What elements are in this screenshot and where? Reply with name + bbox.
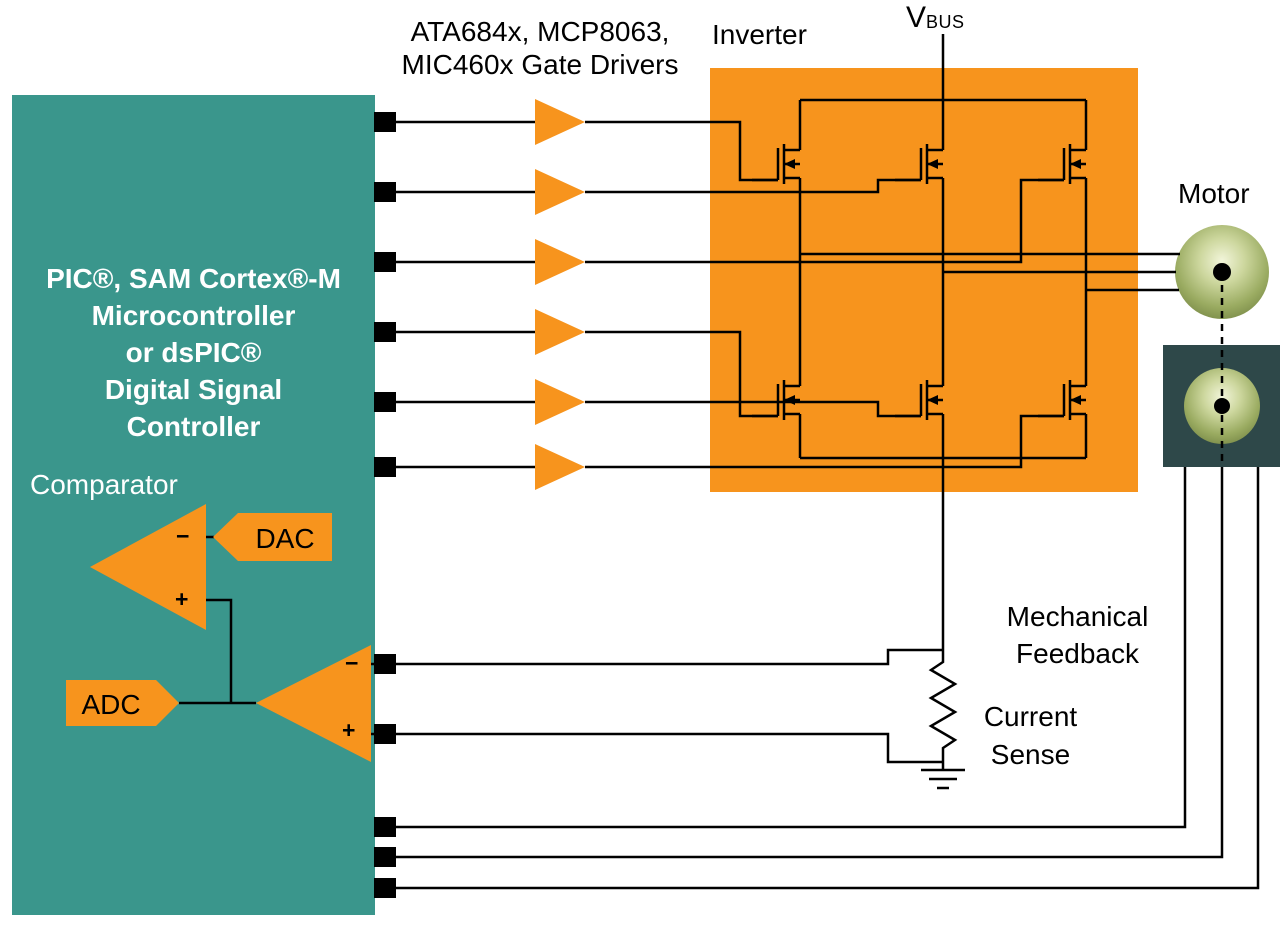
gate-driver-buffer-5 xyxy=(535,379,585,425)
comparator-bottom-minus-sign: − xyxy=(345,650,359,676)
comparator-top-minus-sign: − xyxy=(176,523,190,549)
pin-sense-minus xyxy=(374,654,396,674)
inverter-rails xyxy=(798,34,1180,650)
comparator-triangle-bottom xyxy=(256,645,371,762)
gate-driver-buffer-3 xyxy=(535,239,585,285)
mechanical-feedback-line1: Mechanical xyxy=(1006,601,1149,632)
controller-title: PIC®, SAM Cortex®-M Microcontroller or d… xyxy=(12,260,375,445)
gate-driver-buffer-1 xyxy=(535,99,585,145)
inverter-block xyxy=(710,68,1138,492)
pin-pwm-1 xyxy=(374,112,396,132)
gate-drivers-label: ATA684x, MCP8063, MIC460x Gate Drivers xyxy=(340,15,740,81)
controller-title-line2: Microcontroller xyxy=(91,300,296,331)
pin-pwm-4 xyxy=(374,322,396,342)
mechanical-feedback-label: Mechanical Feedback xyxy=(985,598,1170,672)
current-sense-label: Current Sense xyxy=(968,698,1093,774)
pin-feedback-2 xyxy=(374,847,396,867)
gate-drivers-label-line2: MIC460x Gate Drivers xyxy=(401,49,679,80)
gate-driver-buffer-6 xyxy=(535,444,585,490)
pin-sense-plus xyxy=(374,724,396,744)
pin-pwm-6 xyxy=(374,457,396,477)
current-sense-resistor xyxy=(928,650,958,770)
pin-pwm-3 xyxy=(374,252,396,272)
mosfet-bottom-mid xyxy=(893,370,945,430)
vbus-label: VBUS xyxy=(906,1,965,39)
controller-pins xyxy=(374,112,396,898)
current-sense-wires xyxy=(371,648,943,764)
driver-input-wires xyxy=(396,120,535,469)
gate-driver-buffer-2 xyxy=(535,169,585,215)
comparator-triangle-top xyxy=(90,504,206,630)
mosfet-top-mid xyxy=(893,134,945,194)
mosfet-bottom-left xyxy=(750,370,802,430)
feedback-wires xyxy=(396,467,1260,890)
pin-pwm-5 xyxy=(374,392,396,412)
motor-shaft-dot xyxy=(1213,263,1231,281)
comparator-label: Comparator xyxy=(30,469,178,500)
comparator-bottom-plus-sign: + xyxy=(342,717,356,743)
controller-title-line3: or dsPIC® xyxy=(125,337,262,368)
gate-drivers-label-line1: ATA684x, MCP8063, xyxy=(410,16,670,47)
controller-title-line1: PIC®, SAM Cortex®-M xyxy=(46,263,341,294)
comparator-top-plus-sign: + xyxy=(175,586,189,612)
mosfet-top-right xyxy=(1036,134,1088,194)
gate-driver-buffers xyxy=(535,99,585,490)
current-sense-line2: Sense xyxy=(990,739,1071,770)
mechanical-feedback-line2: Feedback xyxy=(1016,638,1139,669)
controller-title-line4: Digital Signal xyxy=(104,374,283,405)
pin-feedback-3 xyxy=(374,878,396,898)
gate-driver-buffer-4 xyxy=(535,309,585,355)
controller-title-line5: Controller xyxy=(126,411,261,442)
adc-label: ADC xyxy=(81,689,141,720)
motor-label: Motor xyxy=(1178,178,1250,209)
mosfet-top-left xyxy=(750,134,802,194)
pin-pwm-2 xyxy=(374,182,396,202)
dac-label: DAC xyxy=(255,523,315,554)
ground-symbol xyxy=(921,768,965,790)
microcontroller-block xyxy=(12,95,375,915)
comparator-internal-wires xyxy=(179,535,256,705)
sensor-shaft-dot xyxy=(1214,398,1230,414)
gate-routing-wires xyxy=(585,120,1064,469)
pin-feedback-1 xyxy=(374,817,396,837)
inverter-label: Inverter xyxy=(712,19,807,50)
adc-shape xyxy=(66,680,179,726)
vbus-subscript: BUS xyxy=(926,12,965,32)
vbus-v: V xyxy=(906,1,927,34)
dac-shape xyxy=(213,513,332,561)
current-sense-line1: Current xyxy=(983,701,1078,732)
mosfet-bottom-right xyxy=(1036,370,1088,430)
